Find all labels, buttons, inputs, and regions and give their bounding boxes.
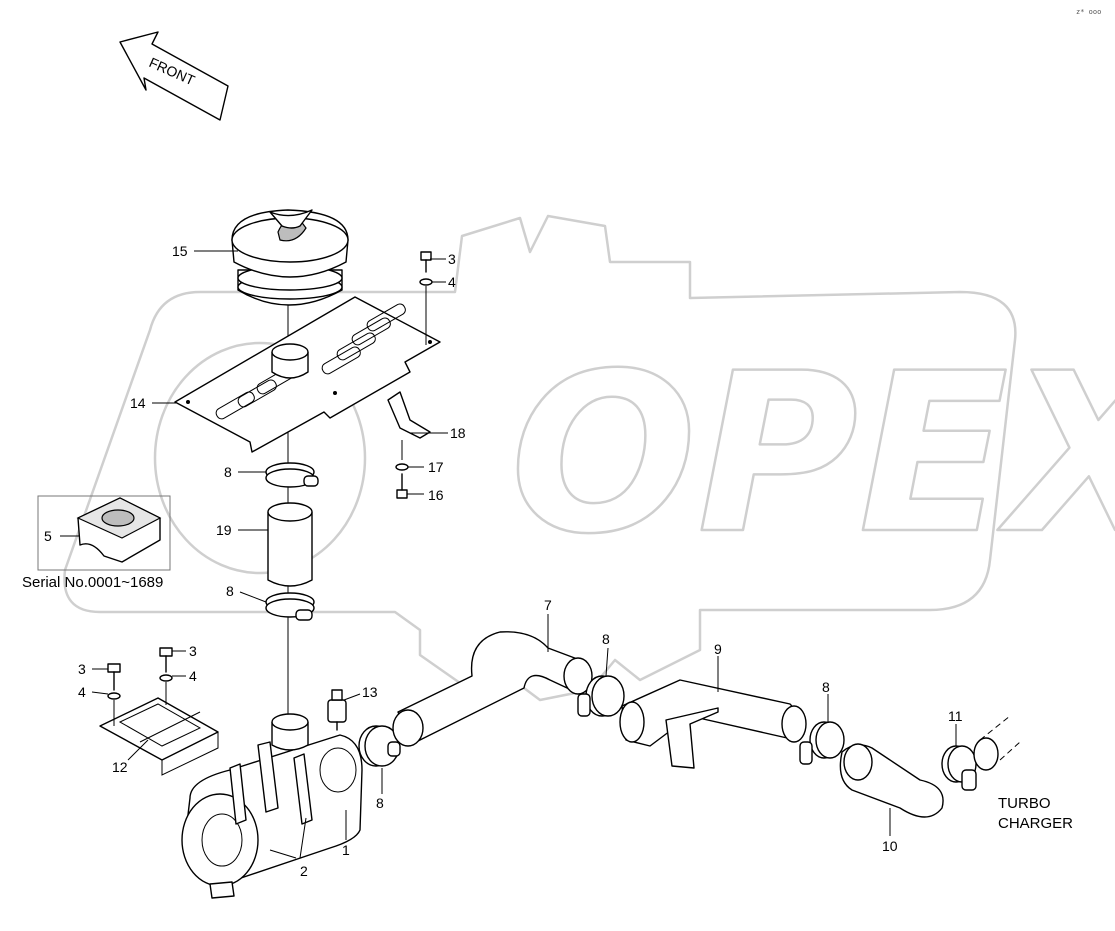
bolt-top <box>419 251 433 286</box>
callout-1: 1 <box>342 842 350 858</box>
callout-3-left: 3 <box>78 661 86 677</box>
callout-8-pipe9: 8 <box>822 679 830 695</box>
callout-11: 11 <box>948 708 963 724</box>
clamp-upper <box>265 462 319 488</box>
callout-19: 19 <box>216 522 232 538</box>
clamp-pipe9 <box>799 721 845 765</box>
hose-19 <box>267 502 313 587</box>
hose-10 <box>839 743 944 818</box>
clamp-pipe7 <box>577 675 625 717</box>
air-cleaner <box>181 713 363 899</box>
callout-4-left: 4 <box>78 684 86 700</box>
restriction-sensor <box>327 689 347 731</box>
callout-10: 10 <box>882 838 898 854</box>
bracket-12 <box>99 647 219 776</box>
leader-lines <box>60 250 957 859</box>
serial-note: Serial No.0001~1689 <box>22 574 163 591</box>
front-arrow: FRONT <box>119 31 229 121</box>
washer-17 <box>395 463 409 471</box>
watermark-text: OPEX <box>510 326 1115 582</box>
clamp-lower <box>265 592 315 621</box>
callout-13: 13 <box>362 684 378 700</box>
callout-16: 16 <box>428 487 444 503</box>
support-bracket <box>387 391 431 439</box>
callout-3-right: 3 <box>189 643 197 659</box>
mounting-plate <box>174 296 441 453</box>
callout-5: 5 <box>44 528 52 544</box>
callout-8-upper: 8 <box>224 464 232 480</box>
watermark: OPEX <box>63 214 1115 702</box>
callout-12: 12 <box>112 759 128 775</box>
callout-8-pipe7: 8 <box>602 631 610 647</box>
pipe-9 <box>619 679 807 769</box>
intake-pipe-7 <box>392 631 593 747</box>
turbo-label: TURBO <box>998 795 1051 812</box>
callout-14: 14 <box>130 395 146 411</box>
precleaner-cap <box>231 209 349 306</box>
callout-18: 18 <box>450 425 466 441</box>
bolt-16 <box>396 473 408 499</box>
serial-inset <box>37 495 171 571</box>
callout-2: 2 <box>300 863 308 879</box>
callout-8-cleaner: 8 <box>376 795 384 811</box>
callout-8-lower: 8 <box>226 583 234 599</box>
clamp-cleaner <box>358 725 401 767</box>
callout-9: 9 <box>714 641 722 657</box>
callout-15: 15 <box>172 243 188 259</box>
callout-17: 17 <box>428 459 444 475</box>
turbo-outlet <box>973 715 1021 771</box>
callout-4-top: 4 <box>448 274 456 290</box>
callout-3-top: 3 <box>448 251 456 267</box>
callouts: 15 3 4 14 18 17 16 8 19 8 5 3 4 3 4 12 1… <box>44 243 963 879</box>
clamp-11 <box>941 745 977 791</box>
callout-7: 7 <box>544 597 552 613</box>
corner-mark: z* ooo <box>1076 8 1101 16</box>
charger-label: CHARGER <box>998 815 1073 832</box>
callout-4-right: 4 <box>189 668 197 684</box>
